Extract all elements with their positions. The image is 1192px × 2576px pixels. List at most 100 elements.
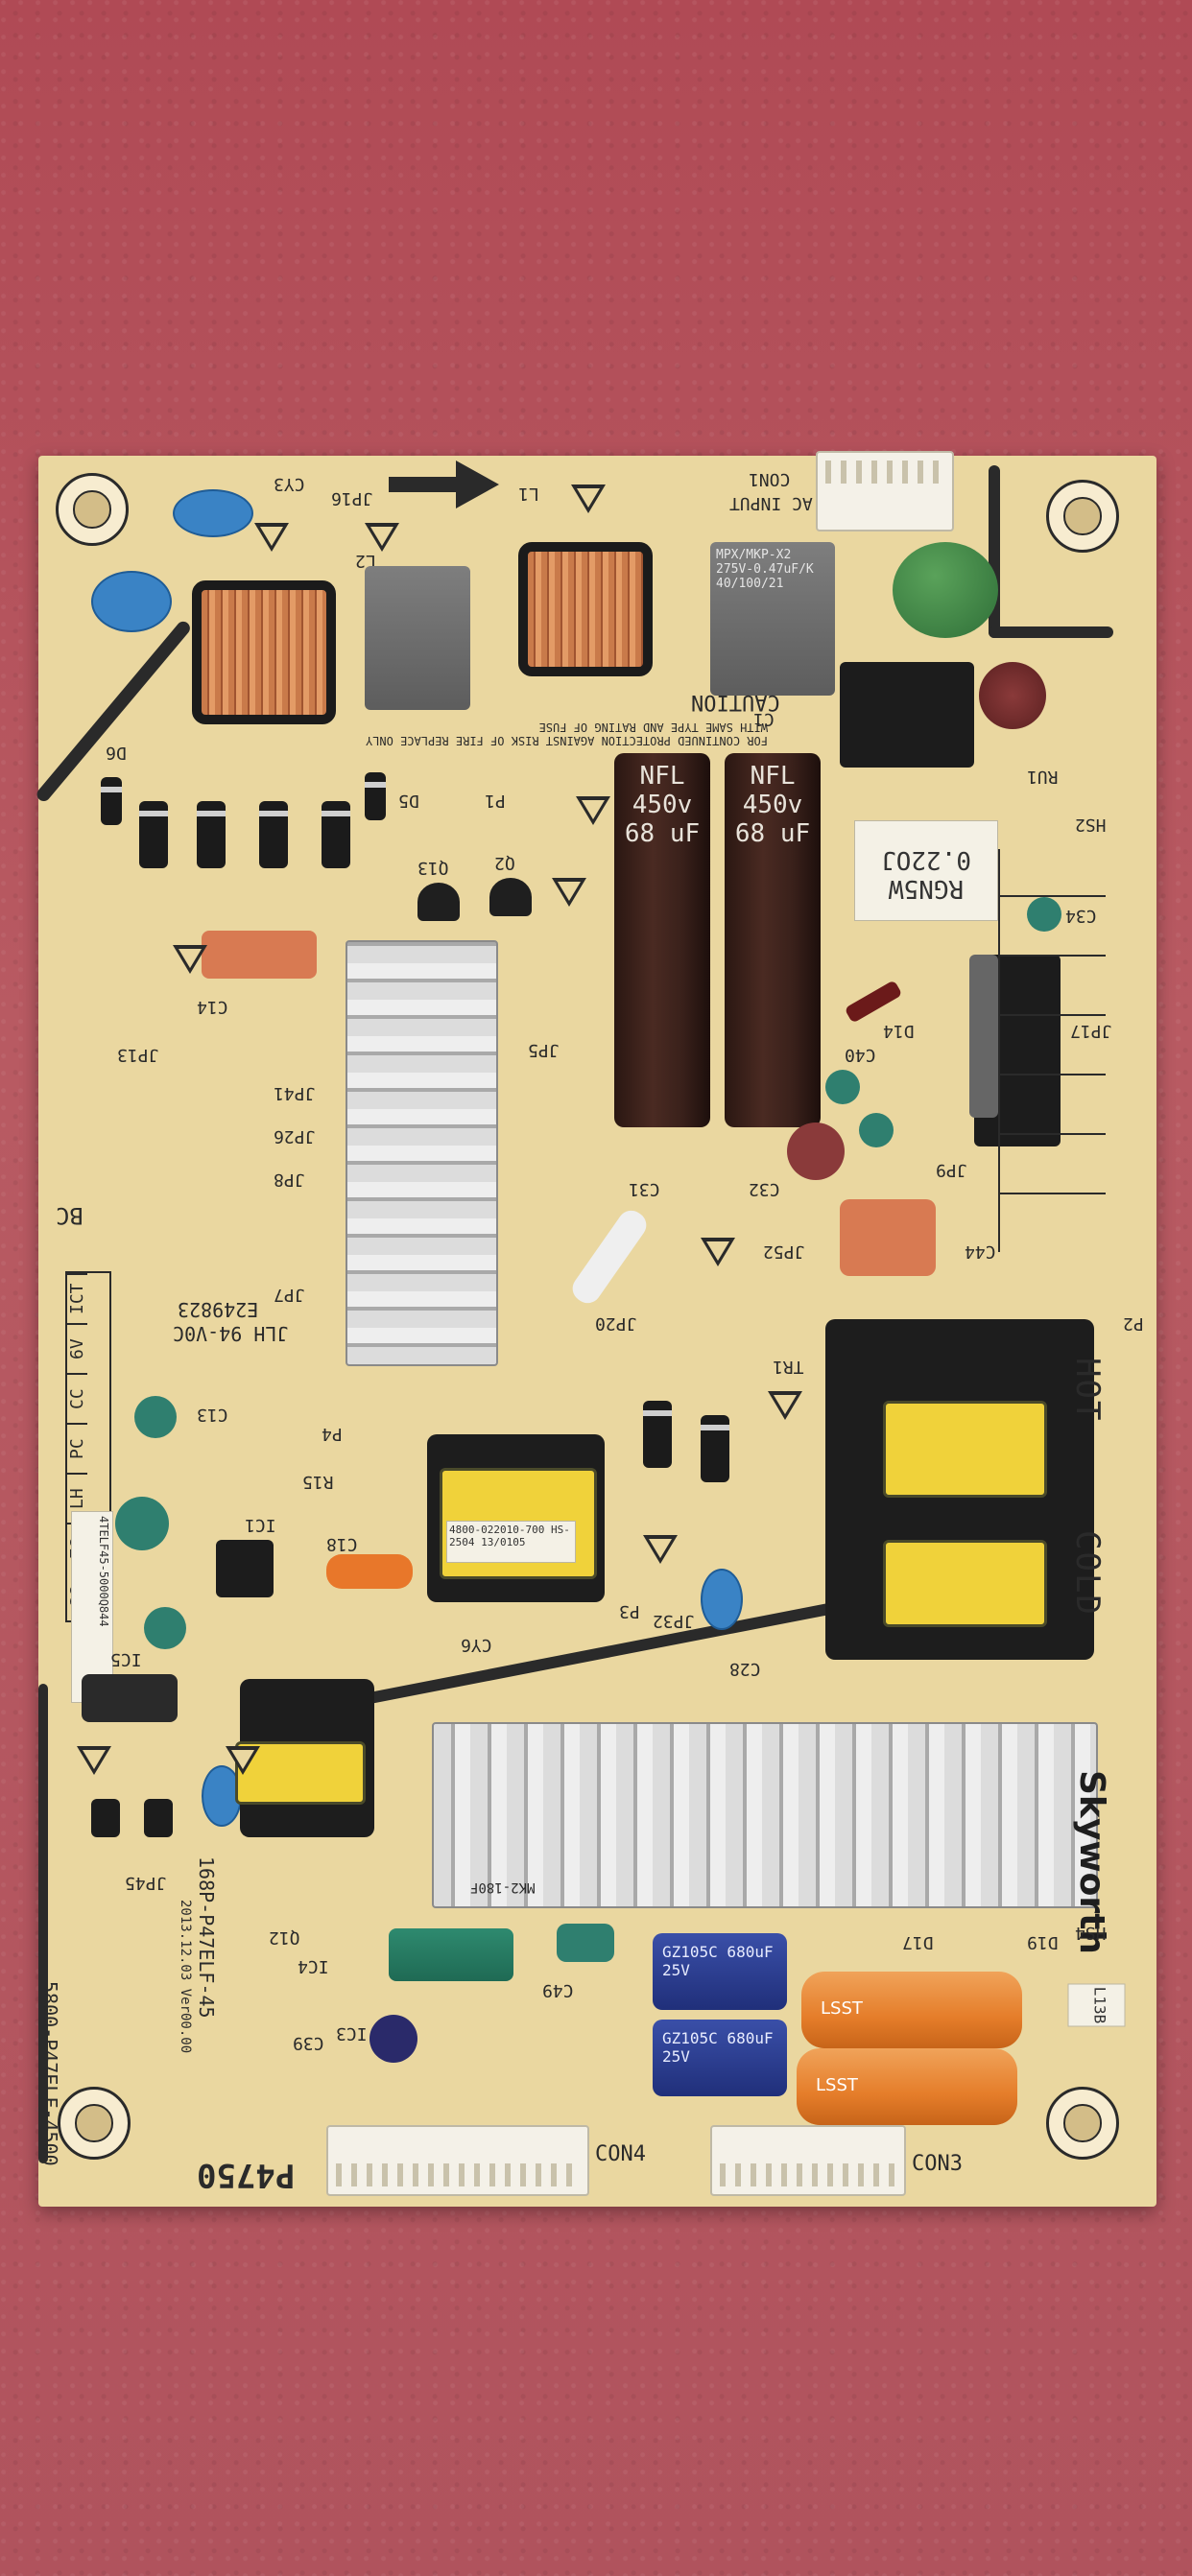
designator-q12: C39 (293, 2033, 324, 2053)
mounting-hole-top-left (56, 473, 129, 546)
fuse-holder (979, 662, 1046, 729)
silk-cert: JLH 94-V0C (173, 1322, 289, 1345)
capacitor-c28 (82, 1674, 178, 1722)
film-capacitor-c44 (840, 1199, 936, 1276)
cap-voltage: 450v (632, 790, 693, 819)
small-capacitor-c10 (115, 1497, 169, 1550)
designator-d6: D6 (106, 743, 127, 763)
common-mode-choke-l2 (192, 580, 336, 724)
transistor-q2 (489, 878, 532, 916)
designator-ru1: RU1 (1027, 767, 1059, 787)
designator-jp13: JP13 (117, 1045, 159, 1065)
y-capacitor-cy6 (701, 1569, 743, 1630)
connector-con4[interactable] (326, 2125, 589, 2196)
designator-jp32: C28 (729, 1659, 761, 1679)
capacitor-c18 (326, 1554, 413, 1589)
silk-caution-text: FOR CONTINUED PROTECTION AGAINST RISK OF… (365, 720, 768, 747)
small-capacitor-c46 (859, 1113, 894, 1147)
common-mode-choke-l1 (518, 542, 653, 676)
diode-d1 (322, 801, 350, 868)
warning-triangle-icon (173, 945, 207, 974)
diode-d2 (259, 801, 288, 868)
cap-capacity: 68 uF (734, 818, 811, 848)
film-capacitor-c14 (202, 931, 317, 979)
resistor-r22 (567, 1205, 652, 1309)
designator-ic1: IC1 (245, 1515, 276, 1535)
side-label: 6V (67, 1323, 87, 1373)
warning-triangle-icon (571, 484, 606, 513)
designator-d17: D17 (902, 1932, 934, 1952)
diode-d10 (701, 1415, 729, 1482)
y-capacitor-cy3 (173, 489, 253, 537)
designator-c39: IC3 (336, 2023, 368, 2044)
output-capacitor-blue-bottom: GZ105C 680uF 25V (653, 2020, 787, 2096)
silk-hs2: HS2 (1075, 815, 1107, 835)
output-capacitor-blue-top: GZ105C 680uF 25V (653, 1933, 787, 2010)
designator-c18: C18 (326, 1534, 358, 1554)
heatsink-hs2-outline (998, 849, 1106, 1252)
side-label: ICT (67, 1273, 87, 1323)
transformer-core-bottom (883, 1540, 1047, 1627)
designator-p1: P1 (485, 791, 506, 811)
arrow-icon (389, 461, 499, 508)
designator-c28: IC5 (110, 1649, 142, 1669)
designator-c32: C32 (749, 1179, 780, 1199)
connector-con1[interactable] (816, 451, 954, 532)
silk-con1: CON1 (749, 469, 791, 489)
designator-jp41: JP41 (274, 1083, 316, 1103)
side-label: CC (67, 1373, 87, 1423)
designator-r22: JP20 (595, 1313, 637, 1334)
designator-jp5: JP5 (528, 1040, 560, 1060)
designator-q2: Q2 (494, 853, 515, 873)
trace-left-diagonal (34, 619, 193, 804)
designator-jp16: JP16 (331, 488, 373, 508)
ntc-thermistor (893, 542, 998, 638)
designator-ic3: C49 (542, 1980, 574, 2000)
y-capacitor-cy3b (91, 571, 172, 632)
designator-q13: Q13 (417, 858, 449, 878)
small-capacitor-c13 (134, 1396, 177, 1438)
designator-c34: C34 (1065, 906, 1097, 926)
diode-d8 (643, 1401, 672, 1468)
silk-model: P4750 (197, 2156, 296, 2194)
cap-brand: NFL (750, 762, 796, 791)
small-capacitor-c40 (825, 1070, 860, 1104)
designator-jp7: JP7 (274, 1285, 305, 1305)
silk-file-no: E249823 (178, 1298, 259, 1321)
heatsink-primary (346, 940, 498, 1366)
silk-bc: BC (56, 1202, 83, 1229)
small-capacitor-maroon (787, 1123, 845, 1180)
designator-jp8: JP8 (274, 1170, 305, 1190)
designator-d5: D5 (398, 791, 419, 811)
silk-cold-label: COLD (1068, 1530, 1107, 1617)
cap-capacity: 68 uF (624, 818, 701, 848)
silk-hot-label: HOT (1068, 1358, 1107, 1423)
capacitor-c-green (389, 1928, 513, 1981)
small-capacitor-c39 (370, 2015, 417, 2063)
designator-d19: D19 (1027, 1932, 1059, 1952)
diode-d4 (139, 801, 168, 868)
output-capacitor-orange-bottom: LSST (797, 2048, 1017, 2125)
bulk-capacitor-c31: NFL 450v 68 uF (614, 753, 710, 1127)
designator-c40: C40 (845, 1045, 876, 1065)
silk-date-rev: 2013.12.03 Ver00.00 (178, 1900, 193, 2054)
designator-cy6: JP32 (653, 1611, 695, 1631)
designator-c1: C1 (753, 709, 775, 729)
warning-triangle-icon (254, 523, 289, 552)
warning-triangle-icon (576, 796, 610, 825)
small-capacitor-c49 (557, 1924, 614, 1962)
x-capacitor-left (365, 566, 470, 710)
designator-c44: C44 (965, 1241, 996, 1262)
connector-con3[interactable] (710, 2125, 906, 2196)
small-transformer-label: 4800-022010-700 HS-2504 13/0105 (446, 1521, 576, 1563)
designator-jp26: JP26 (274, 1126, 316, 1146)
warning-triangle-icon (552, 878, 586, 907)
diode-d14 (844, 980, 903, 1024)
warning-triangle-icon (77, 1746, 111, 1775)
mounting-hole-bottom-left (58, 2087, 131, 2160)
silk-ident: 5800-P47ELF-4500 (38, 1981, 61, 2166)
designator-c14: C14 (197, 997, 228, 1017)
designator-jp17: JP17 (1070, 1021, 1112, 1041)
designator-f4: CY6 (461, 1635, 492, 1655)
mounting-hole-top-right (1046, 480, 1119, 553)
